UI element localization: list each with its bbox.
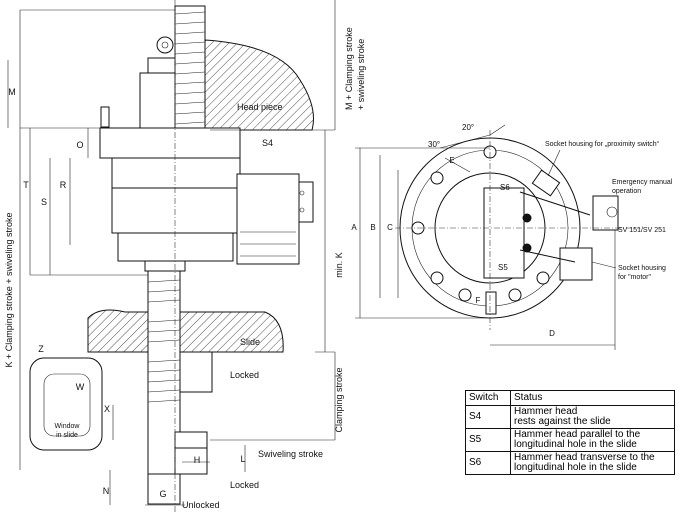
- slide-section: [87, 309, 151, 353]
- top-view: 30° 20° A B C D E F S6 S5 Socket housing…: [351, 123, 673, 350]
- switch-cell: S4: [465, 405, 511, 429]
- body-lower: [111, 187, 238, 234]
- table-row: S4 Hammer head rests against the slide: [465, 405, 675, 429]
- top-view-dimensions: [355, 124, 616, 350]
- status-cell: Hammer head transverse to the longitudin…: [510, 451, 675, 475]
- body-upper: [111, 157, 241, 189]
- s5-label: S5: [498, 263, 508, 272]
- m-clamp-label: M + Clamping stroke: [344, 27, 354, 110]
- header-switch: Switch: [465, 390, 511, 406]
- neck: [144, 260, 186, 272]
- switch-cell: S6: [465, 451, 511, 475]
- dim-B: B: [370, 223, 375, 232]
- motor-socket: [559, 247, 593, 281]
- switch-cell: S5: [465, 428, 511, 452]
- body-bottom: [117, 232, 234, 262]
- swiveling-stroke-label: Swiveling stroke: [258, 449, 323, 459]
- s6-label: S6: [500, 183, 510, 192]
- hammer-head-locked: [179, 351, 213, 393]
- angle-20: 20°: [462, 123, 474, 132]
- locked-label-1: Locked: [230, 370, 259, 380]
- dim-W: W: [76, 382, 85, 392]
- status-line-2: longitudinal hole in the slide: [514, 462, 637, 473]
- window-inner: [43, 373, 91, 437]
- right-dimensions: [210, 0, 336, 441]
- dim-H: H: [194, 455, 201, 465]
- status-line-1: Hammer head: [514, 406, 578, 417]
- motor-housing: [236, 173, 300, 265]
- dim-S: S: [41, 197, 47, 207]
- hammer-head-unlocked: [147, 473, 181, 505]
- window-label-2: in slide: [56, 432, 78, 439]
- side-view: M O T S R W X Z H L N G K + Clamping str…: [4, 0, 366, 513]
- dim-F: F: [476, 296, 481, 305]
- status-line-2: rests against the slide: [514, 416, 611, 427]
- table-row: S6 Hammer head transverse to the longitu…: [465, 451, 675, 475]
- emergency-label-2: operation: [612, 188, 641, 195]
- locked-label-2: Locked: [230, 480, 259, 490]
- dim-X: X: [104, 404, 110, 414]
- dim-E: E: [449, 156, 454, 165]
- dim-O: O: [76, 140, 83, 150]
- dim-C: C: [387, 223, 393, 232]
- dim-L: L: [240, 454, 245, 464]
- dim-T: T: [23, 180, 29, 190]
- cap: [147, 57, 176, 74]
- dim-Z: Z: [38, 344, 44, 354]
- flange: [99, 127, 241, 159]
- hammer-head-swivel: [174, 431, 208, 449]
- status-line-1: Hammer head transverse to the: [514, 452, 655, 463]
- s6-switch: [522, 213, 532, 223]
- dim-R: R: [60, 180, 67, 190]
- head-piece-section: [204, 39, 314, 131]
- slide-section-right: [177, 311, 284, 353]
- window-outline: [29, 357, 103, 451]
- status-cell: Hammer head rests against the slide: [510, 405, 675, 429]
- sv-label: SV 151/SV 251: [618, 227, 666, 234]
- s5-switch: [522, 243, 532, 253]
- emergency-label-1: Emergency manual: [612, 179, 673, 186]
- angle-30: 30°: [428, 140, 440, 149]
- dim-M: M: [8, 87, 16, 97]
- status-cell: Hammer head parallel to the longitudinal…: [510, 428, 675, 452]
- hammer-head-top: [483, 187, 525, 279]
- upper-ribs: [174, 11, 206, 125]
- inner-bore: [434, 172, 546, 284]
- left-dimensions: [7, 9, 246, 506]
- table-header-row: Switch Status: [465, 390, 675, 406]
- dim-D: D: [549, 329, 555, 338]
- lower-ribs: [147, 279, 181, 403]
- upper-shaft: [174, 5, 206, 132]
- min-k-label: min. K: [334, 252, 344, 278]
- cylinder-top: [139, 72, 176, 129]
- m-swivel-label: + swiveling stroke: [356, 39, 366, 110]
- dim-A: A: [351, 223, 357, 232]
- window-label-1: Window: [55, 423, 81, 430]
- emergency-housing: [592, 195, 619, 231]
- motor-connector: [298, 181, 314, 223]
- bottom-stem: [485, 291, 497, 315]
- header-status: Status: [510, 390, 675, 406]
- slide-label: Slide: [240, 337, 260, 347]
- head-piece-label: Head piece: [237, 102, 283, 112]
- side-pin: [100, 106, 110, 128]
- switch-status-table: Switch Status S4 Hammer head rests again…: [465, 390, 675, 475]
- status-line-1: Hammer head parallel to the: [514, 429, 641, 440]
- socket-motor-label-1: Socket housing: [618, 265, 666, 272]
- unlocked-label: Unlocked: [182, 500, 220, 510]
- bolt-holes: [411, 145, 550, 302]
- socket-motor-label-2: for "motor": [618, 274, 651, 281]
- proximity-socket: [531, 169, 561, 197]
- dim-N: N: [103, 486, 110, 496]
- clamping-stroke-label: Clamping stroke: [334, 367, 344, 432]
- hammer-head-locked-2: [174, 447, 208, 475]
- s4-label: S4: [262, 138, 273, 148]
- lifting-eye: [156, 36, 174, 54]
- table-row: S5 Hammer head parallel to the longitudi…: [465, 428, 675, 452]
- dim-G: G: [159, 489, 166, 499]
- socket-proximity-label: Socket housing for „proximity switch“: [545, 141, 660, 148]
- status-line-2: longitudinal hole in the slide: [514, 439, 637, 450]
- k-clamp-swivel-label: K + Clamping stroke + swiveling stroke: [4, 212, 14, 367]
